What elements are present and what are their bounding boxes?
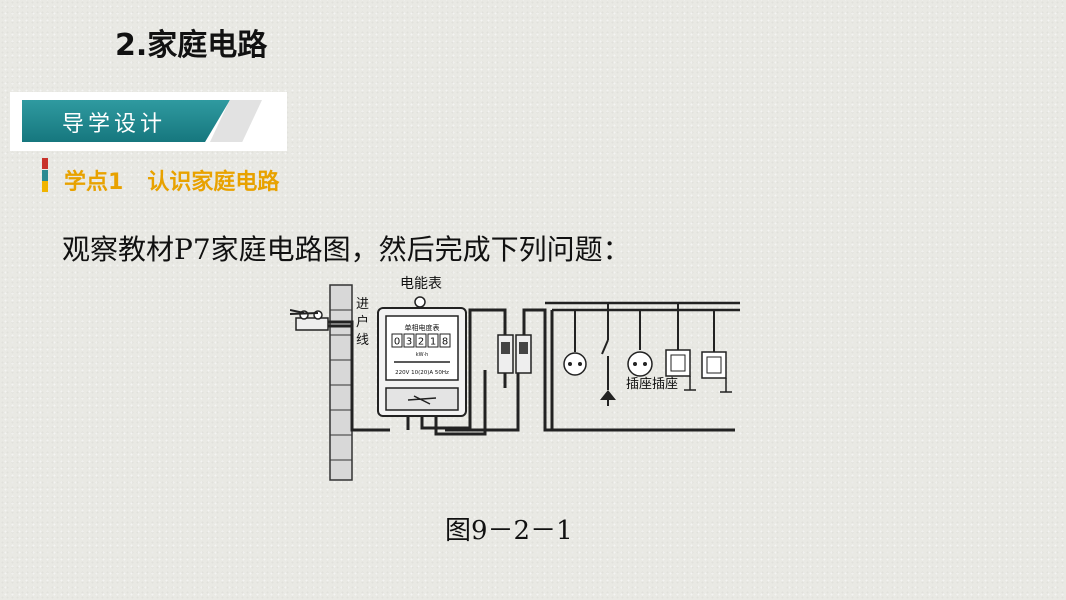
meter-digit-box (427, 333, 439, 348)
socket-1 (563, 310, 587, 376)
meter-digit-box (403, 333, 415, 348)
socket-2 (627, 310, 653, 377)
socket-label: 插座插座 (626, 377, 678, 392)
guide-banner: 导学设计 (10, 92, 287, 151)
meter-digit: 2 (418, 337, 424, 348)
meter-digit: 1 (430, 337, 436, 348)
incoming-label-2: 户 (356, 314, 369, 330)
branch-wires (503, 308, 735, 432)
marker-red (42, 158, 48, 169)
meter-title: 单相电度表 (405, 323, 440, 332)
meter-digit: 3 (406, 337, 412, 348)
point-heading: 学点1 认识家庭电路 (64, 164, 279, 196)
point-marker (42, 158, 48, 192)
main-wires (406, 308, 520, 436)
socket-3 (665, 303, 696, 391)
fuse-left (497, 334, 514, 374)
meter-digit-box (391, 333, 403, 348)
point-subtitle: 认识家庭电路 (147, 170, 280, 195)
meter-spec: 220V 10(20)A 50Hz (395, 370, 449, 376)
socket-4 (701, 310, 732, 393)
meter-digit: 0 (394, 337, 400, 348)
incoming-wires (328, 320, 390, 432)
section-title: 2.家庭电路 (115, 28, 268, 63)
meter-digit-box (415, 333, 427, 348)
point-title: 学点1 (64, 170, 124, 195)
bus-lines (545, 301, 740, 430)
meter-digit-box (439, 333, 451, 348)
marker-yellow (42, 181, 48, 192)
banner-ribbon (22, 100, 230, 142)
figure-caption: 图9－2－1 (445, 516, 573, 546)
meter-digit: 8 (442, 337, 448, 348)
banner-label: 导学设计 (62, 112, 167, 137)
marker-teal (42, 169, 48, 181)
incoming-label-3: 线 (356, 333, 369, 348)
meter-unit: kW·h (416, 352, 429, 358)
lamp-switch (600, 303, 616, 406)
meter-label: 电能表 (400, 276, 442, 292)
instruction-text: 观察教材P7家庭电路图，然后完成下列问题： (62, 233, 631, 266)
incoming-label-1: 进 (356, 297, 369, 312)
insulator (289, 309, 329, 331)
brick-wall (329, 284, 353, 481)
fuse-right (515, 334, 532, 374)
